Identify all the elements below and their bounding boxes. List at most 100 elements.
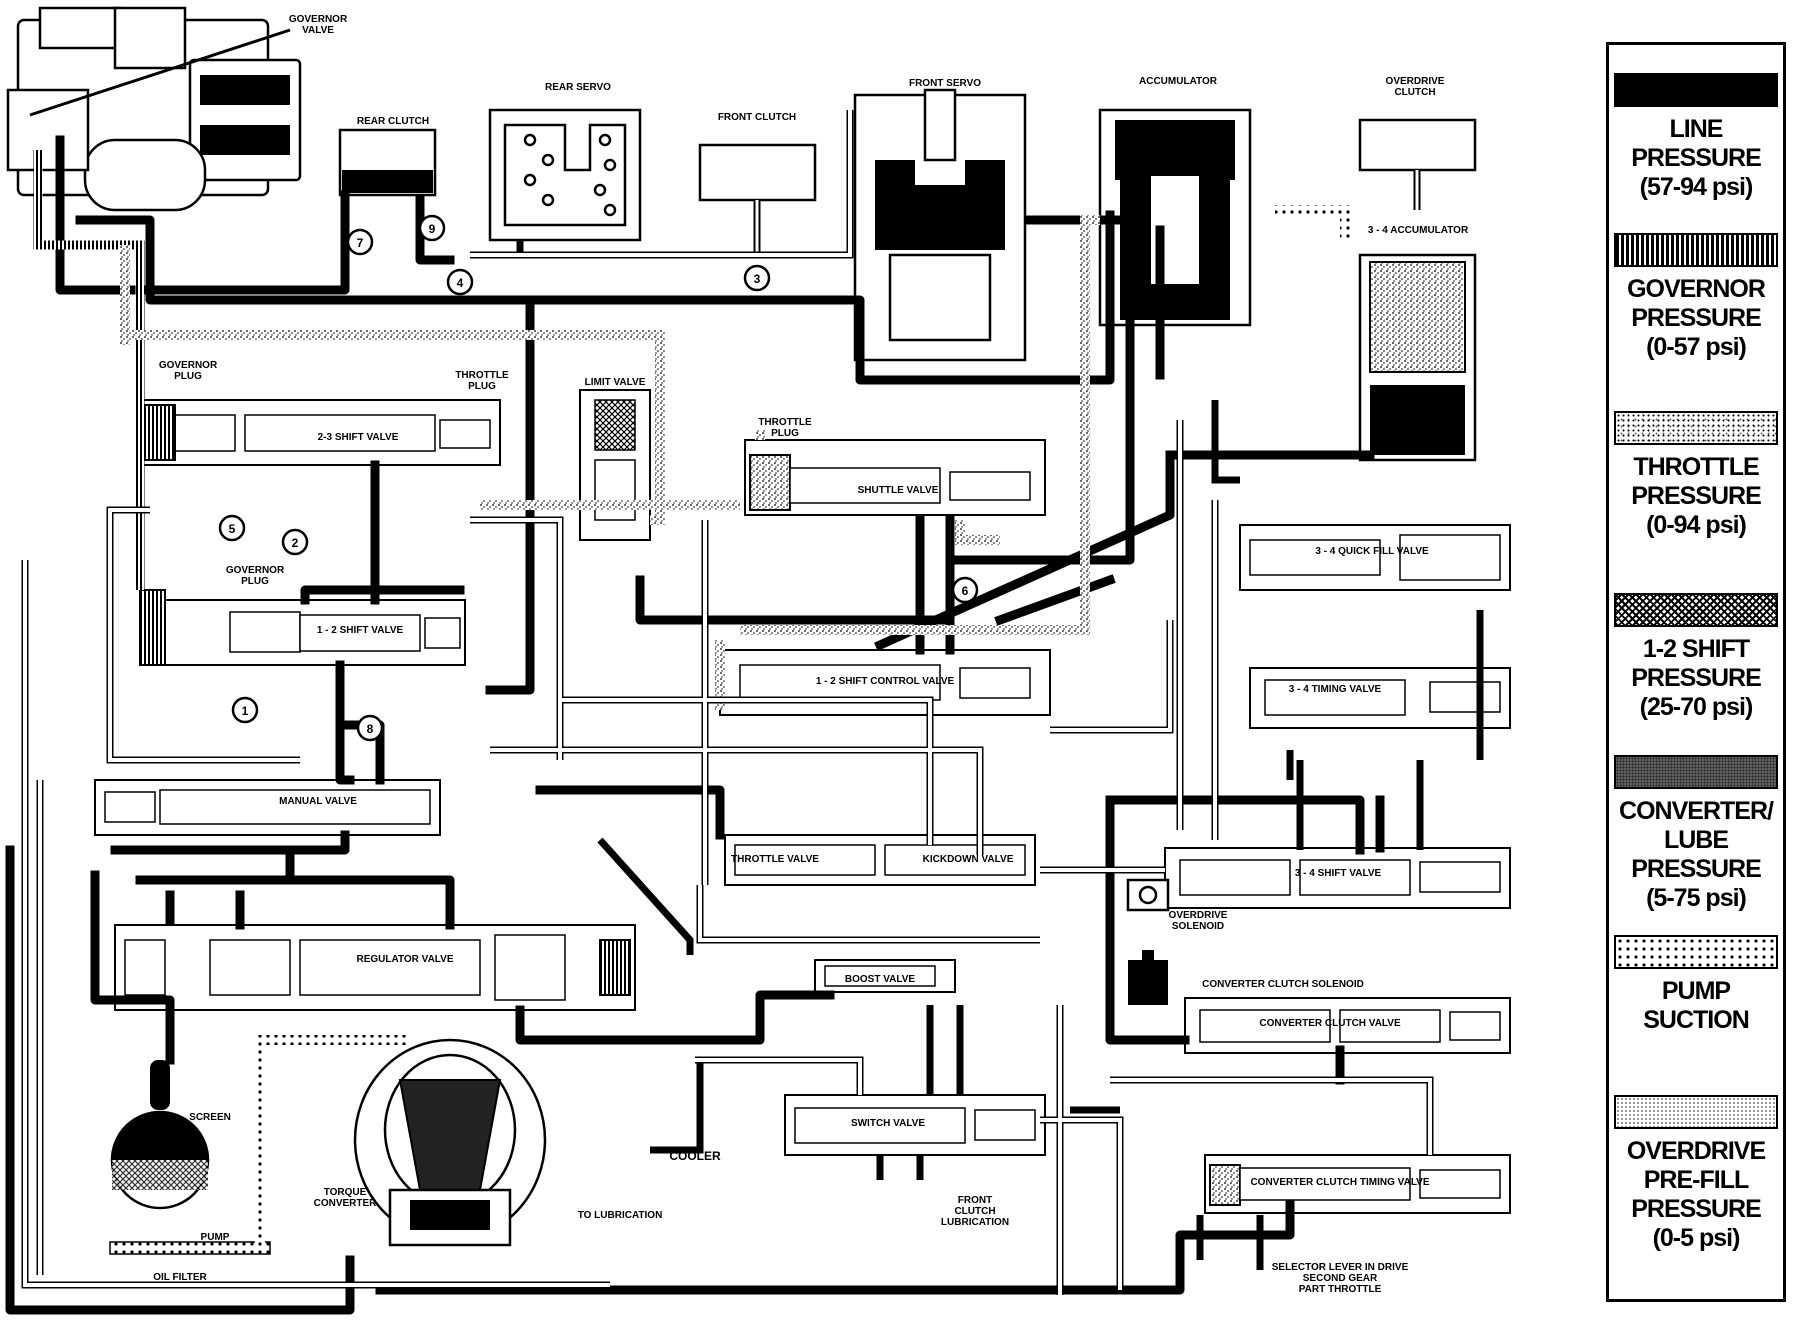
circuit-marker-7: 7 bbox=[346, 228, 374, 256]
circuit-marker-9: 9 bbox=[418, 214, 446, 242]
legend-converter-pressure: CONVERTER/LUBE PRESSURE(5-75 psi) bbox=[1609, 755, 1783, 913]
accumulator-3-4 bbox=[1358, 253, 1477, 462]
converter-clutch-timing-valve bbox=[1204, 1154, 1511, 1214]
shift-valve-2-3 bbox=[139, 399, 501, 466]
circuit-markers: 1 2 3 4 5 6 7 8 9 bbox=[218, 214, 979, 742]
shift-valve-3-4 bbox=[1164, 847, 1511, 909]
label-shift-valve-3-4: 3 - 4 SHIFT VALVE bbox=[1295, 868, 1382, 879]
limit-valve bbox=[579, 389, 651, 541]
overdrive-solenoid bbox=[1126, 878, 1170, 912]
legend-label: LINE PRESSURE(57-94 psi) bbox=[1631, 115, 1762, 201]
swatch-throttle-pressure bbox=[1614, 411, 1778, 445]
label-shift-control-valve-1-2: 1 - 2 SHIFT CONTROL VALVE bbox=[816, 676, 955, 687]
governor-assembly bbox=[6, 6, 302, 212]
label-shift-valve-2-3: 2-3 SHIFT VALVE bbox=[318, 432, 399, 443]
swatch-pump-suction bbox=[1614, 935, 1778, 969]
svg-text:1: 1 bbox=[242, 704, 249, 718]
converter-clutch-valve bbox=[1184, 997, 1511, 1054]
label-screen: SCREEN bbox=[189, 1112, 231, 1123]
svg-text:8: 8 bbox=[367, 722, 374, 736]
swatch-converter-pressure bbox=[1614, 755, 1778, 789]
label-rear-servo: REAR SERVO bbox=[545, 82, 611, 93]
circuit-marker-6: 6 bbox=[951, 576, 979, 604]
circuit-marker-4: 4 bbox=[446, 268, 474, 296]
label-to-lubrication: TO LUBRICATION bbox=[578, 1210, 663, 1221]
torque-converter bbox=[353, 1038, 547, 1247]
boost-valve bbox=[814, 959, 956, 993]
circuit-marker-2: 2 bbox=[281, 528, 309, 556]
shift-control-valve-1-2 bbox=[719, 649, 1051, 716]
svg-text:7: 7 bbox=[357, 236, 364, 250]
label-shuttle-valve: SHUTTLE VALVE bbox=[858, 485, 939, 496]
label-manual-valve: MANUAL VALVE bbox=[279, 796, 357, 807]
legend-label: CONVERTER/LUBE PRESSURE(5-75 psi) bbox=[1619, 797, 1774, 912]
misc-passages-inner bbox=[23, 110, 1432, 1295]
pump-suction-passages bbox=[255, 205, 1350, 1250]
swatch-shift-pressure bbox=[1614, 593, 1778, 627]
front-servo bbox=[853, 88, 1027, 362]
label-pump: PUMP bbox=[201, 1232, 230, 1243]
throttle-kickdown-valve bbox=[724, 834, 1036, 886]
governor-pressure-passages bbox=[33, 150, 145, 590]
label-switch-valve: SWITCH VALVE bbox=[851, 1118, 925, 1129]
timing-valve-3-4 bbox=[1249, 667, 1511, 729]
rear-clutch bbox=[338, 128, 437, 197]
manual-valve bbox=[94, 779, 441, 836]
label-front-clutch: FRONT CLUTCH bbox=[718, 112, 796, 123]
shift-valve-1-2 bbox=[139, 589, 466, 666]
label-converter-clutch-timing-valve: CONVERTER CLUTCH TIMING VALVE bbox=[1250, 1177, 1429, 1188]
swatch-governor-pressure bbox=[1614, 233, 1778, 267]
swatch-line-pressure bbox=[1614, 73, 1778, 107]
label-converter-clutch-solenoid: CONVERTER CLUTCH SOLENOID bbox=[1202, 979, 1364, 990]
circuit-marker-5: 5 bbox=[218, 514, 246, 542]
quick-fill-valve-3-4 bbox=[1239, 524, 1511, 591]
oil-filter bbox=[109, 1060, 271, 1255]
front-clutch bbox=[698, 143, 817, 255]
svg-text:6: 6 bbox=[962, 584, 969, 598]
rear-servo bbox=[488, 108, 642, 242]
svg-text:5: 5 bbox=[229, 522, 236, 536]
label-accumulator: ACCUMULATOR bbox=[1139, 76, 1218, 87]
swatch-overdrive-prefill bbox=[1614, 1095, 1778, 1129]
svg-text:9: 9 bbox=[429, 222, 436, 236]
label-converter-clutch-valve: CONVERTER CLUTCH VALVE bbox=[1259, 1018, 1401, 1029]
label-limit-valve: LIMIT VALVE bbox=[585, 377, 646, 388]
label-oil-filter: OIL FILTER bbox=[153, 1272, 207, 1283]
label-accumulator-3-4: 3 - 4 ACCUMULATOR bbox=[1368, 225, 1469, 236]
label-kickdown-valve: KICKDOWN VALVE bbox=[923, 854, 1014, 865]
label-boost-valve: BOOST VALVE bbox=[845, 974, 916, 985]
circuit-marker-8: 8 bbox=[356, 714, 384, 742]
svg-text:4: 4 bbox=[457, 276, 464, 290]
switch-valve bbox=[784, 1094, 1046, 1156]
overdrive-clutch bbox=[1358, 118, 1477, 210]
label-regulator-valve: REGULATOR VALVE bbox=[356, 954, 453, 965]
regulator-valve bbox=[114, 924, 636, 1011]
circuit-marker-1: 1 bbox=[231, 696, 259, 724]
circuit-marker-3: 3 bbox=[743, 264, 771, 292]
label-quick-fill-valve-3-4: 3 - 4 QUICK FILL VALVE bbox=[1315, 546, 1429, 557]
throttle-pressure-passages bbox=[120, 215, 1100, 710]
legend-line-pressure: LINE PRESSURE(57-94 psi) bbox=[1609, 73, 1783, 202]
svg-text:2: 2 bbox=[292, 536, 299, 550]
label-rear-clutch: REAR CLUTCH bbox=[357, 116, 429, 127]
